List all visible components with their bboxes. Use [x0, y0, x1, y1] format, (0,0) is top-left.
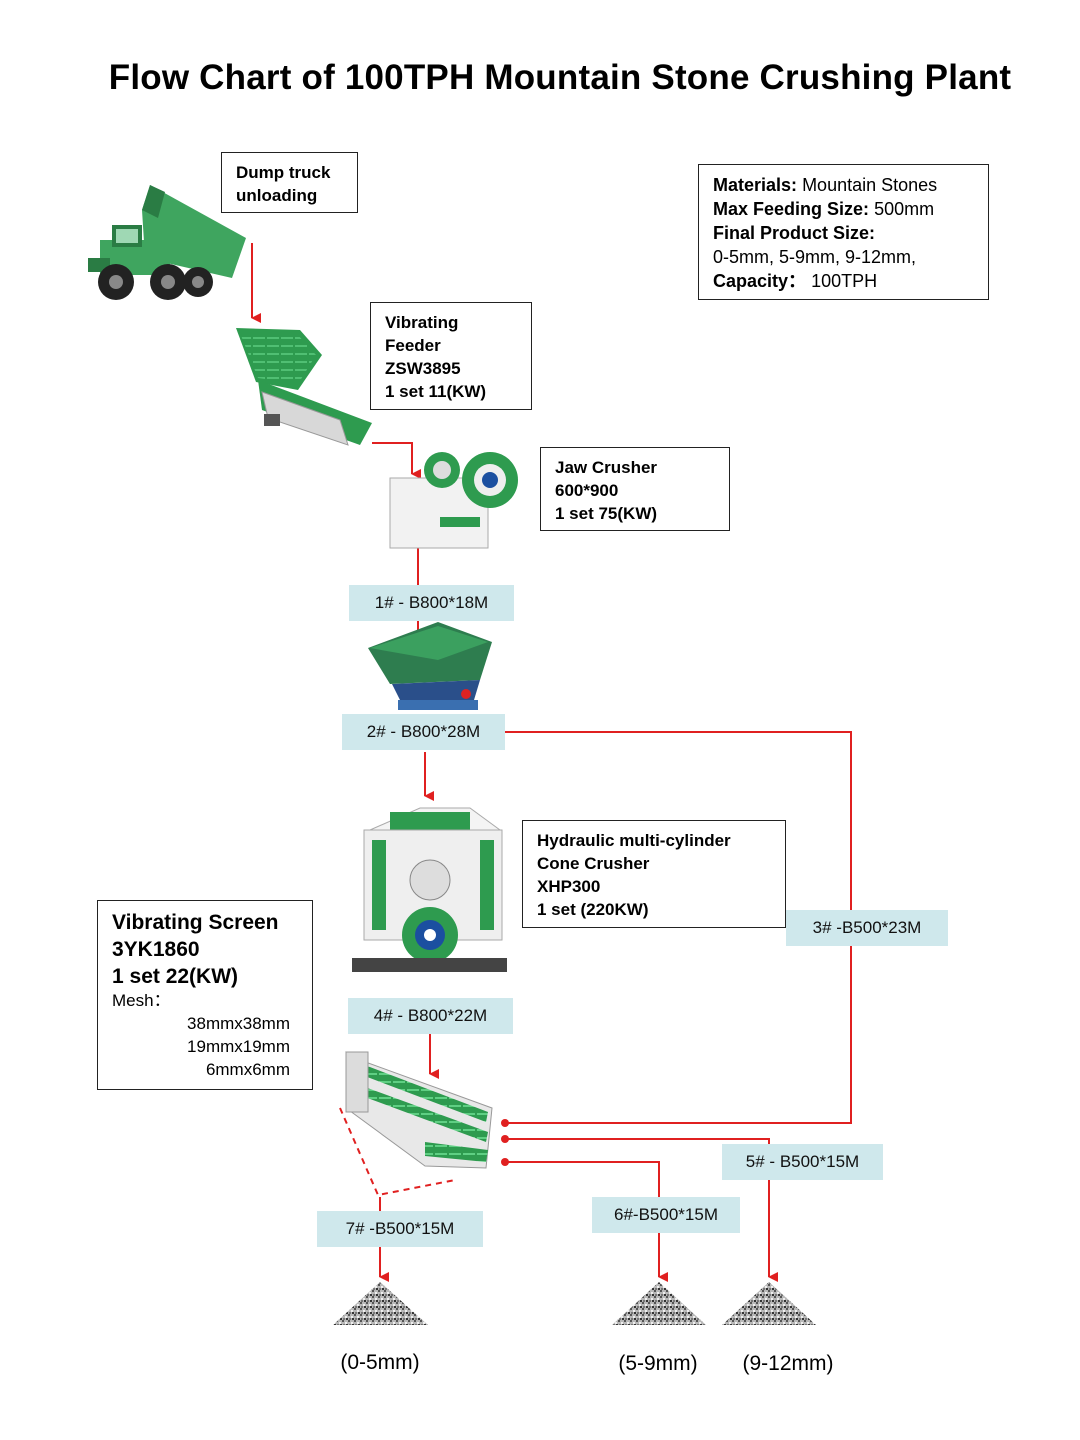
junction-dot	[501, 1158, 509, 1166]
product-label-9-12: (9-12mm)	[742, 1352, 834, 1375]
mesh-item: 19mmx19mm	[187, 1037, 290, 1056]
jaw-line1: Jaw Crusher	[555, 458, 658, 477]
mesh-item: 38mmx38mm	[187, 1014, 290, 1033]
conveyor-label-2: 2# - B800*28M	[342, 714, 505, 750]
conveyor-label-7: 7# -B500*15M	[317, 1211, 483, 1247]
mesh-list: 38mmx38mm 19mmx19mm 6mmx6mm	[112, 1012, 298, 1081]
dump-truck-line2: unloading	[236, 186, 318, 205]
cone-line1: Hydraulic multi-cylinder	[537, 831, 731, 850]
cone-crusher-icon	[352, 807, 507, 972]
capacity-row: Capacity： 100TPH	[713, 269, 974, 293]
arrow-feeder-to-jaw	[372, 442, 421, 479]
max-feed-label: Max Feeding Size:	[713, 199, 870, 219]
stone-pile-icon	[333, 1282, 428, 1325]
conveyor-label-3: 3# -B500*23M	[786, 910, 948, 946]
screen-line1: Vibrating Screen	[112, 911, 279, 934]
jaw-crusher-label: Jaw Crusher 600*900 1 set 75(KW)	[540, 447, 730, 531]
dump-truck-label: Dump truck unloading	[221, 152, 358, 213]
conveyor-label-5: 5# - B500*15M	[722, 1144, 883, 1180]
conveyor-label-4: 4# - B800*22M	[348, 998, 513, 1034]
max-feed-value: 500mm	[874, 199, 935, 219]
materials-label: Materials:	[713, 175, 798, 195]
product-label-5-9: (5-9mm)	[618, 1352, 698, 1375]
final-size-value: 0-5mm, 5-9mm, 9-12mm,	[713, 247, 917, 267]
conveyor-label-6: 6#-B500*15M	[592, 1197, 740, 1233]
screen-label: Vibrating Screen 3YK1860 1 set 22(KW) Me…	[97, 900, 313, 1090]
junction-dot	[501, 1119, 509, 1127]
feeder-line3: ZSW3895	[385, 359, 461, 378]
dump-truck-line1: Dump truck	[236, 163, 331, 182]
feeder-line2: Feeder	[385, 336, 441, 355]
final-size-label: Final Product Size:	[713, 223, 876, 243]
mesh-item: 6mmx6mm	[205, 1060, 290, 1079]
line-7-dashed	[339, 1107, 456, 1197]
screen-line2: 3YK1860	[112, 938, 200, 961]
screen-line3: 1 set 22(KW)	[112, 965, 239, 988]
vibrating-screen-icon	[345, 1051, 493, 1169]
materials-value: Mountain Stones	[802, 175, 938, 195]
jaw-crusher-icon	[389, 452, 518, 549]
max-feed-row: Max Feeding Size: 500mm	[713, 197, 974, 221]
jaw-line2: 600*900	[555, 481, 619, 500]
vibrating-feeder-icon	[236, 328, 372, 446]
line-6	[505, 1161, 668, 1282]
feeder-line4: 1 set 11(KW)	[385, 382, 487, 401]
cone-line2: Cone Crusher	[537, 854, 650, 873]
info-box: Materials: Mountain Stones Max Feeding S…	[698, 164, 989, 300]
product-label-0-5: (0-5mm)	[340, 1351, 420, 1374]
conveyor-label-1: 1# - B800*18M	[349, 585, 514, 621]
hopper-icon	[368, 622, 492, 710]
feeder-line1: Vibrating	[385, 313, 459, 332]
stone-pile-icon	[722, 1282, 816, 1325]
materials-row: Materials: Mountain Stones	[713, 173, 974, 197]
capacity-label: Capacity：	[713, 271, 807, 291]
page-title: Flow Chart of 100TPH Mountain Stone Crus…	[108, 58, 1012, 97]
cone-crusher-label: Hydraulic multi-cylinder Cone Crusher XH…	[522, 820, 786, 928]
jaw-line3: 1 set 75(KW)	[555, 504, 658, 523]
junction-dot	[501, 1135, 509, 1143]
cone-line3: XHP300	[537, 877, 601, 896]
mesh-label: Mesh：	[112, 991, 171, 1010]
feeder-label: Vibrating Feeder ZSW3895 1 set 11(KW)	[370, 302, 532, 410]
stone-pile-icon	[612, 1282, 706, 1325]
line-5	[505, 1138, 778, 1282]
dump-truck-icon	[88, 185, 246, 300]
cone-line4: 1 set (220KW)	[537, 900, 649, 919]
capacity-value: 100TPH	[811, 271, 878, 291]
